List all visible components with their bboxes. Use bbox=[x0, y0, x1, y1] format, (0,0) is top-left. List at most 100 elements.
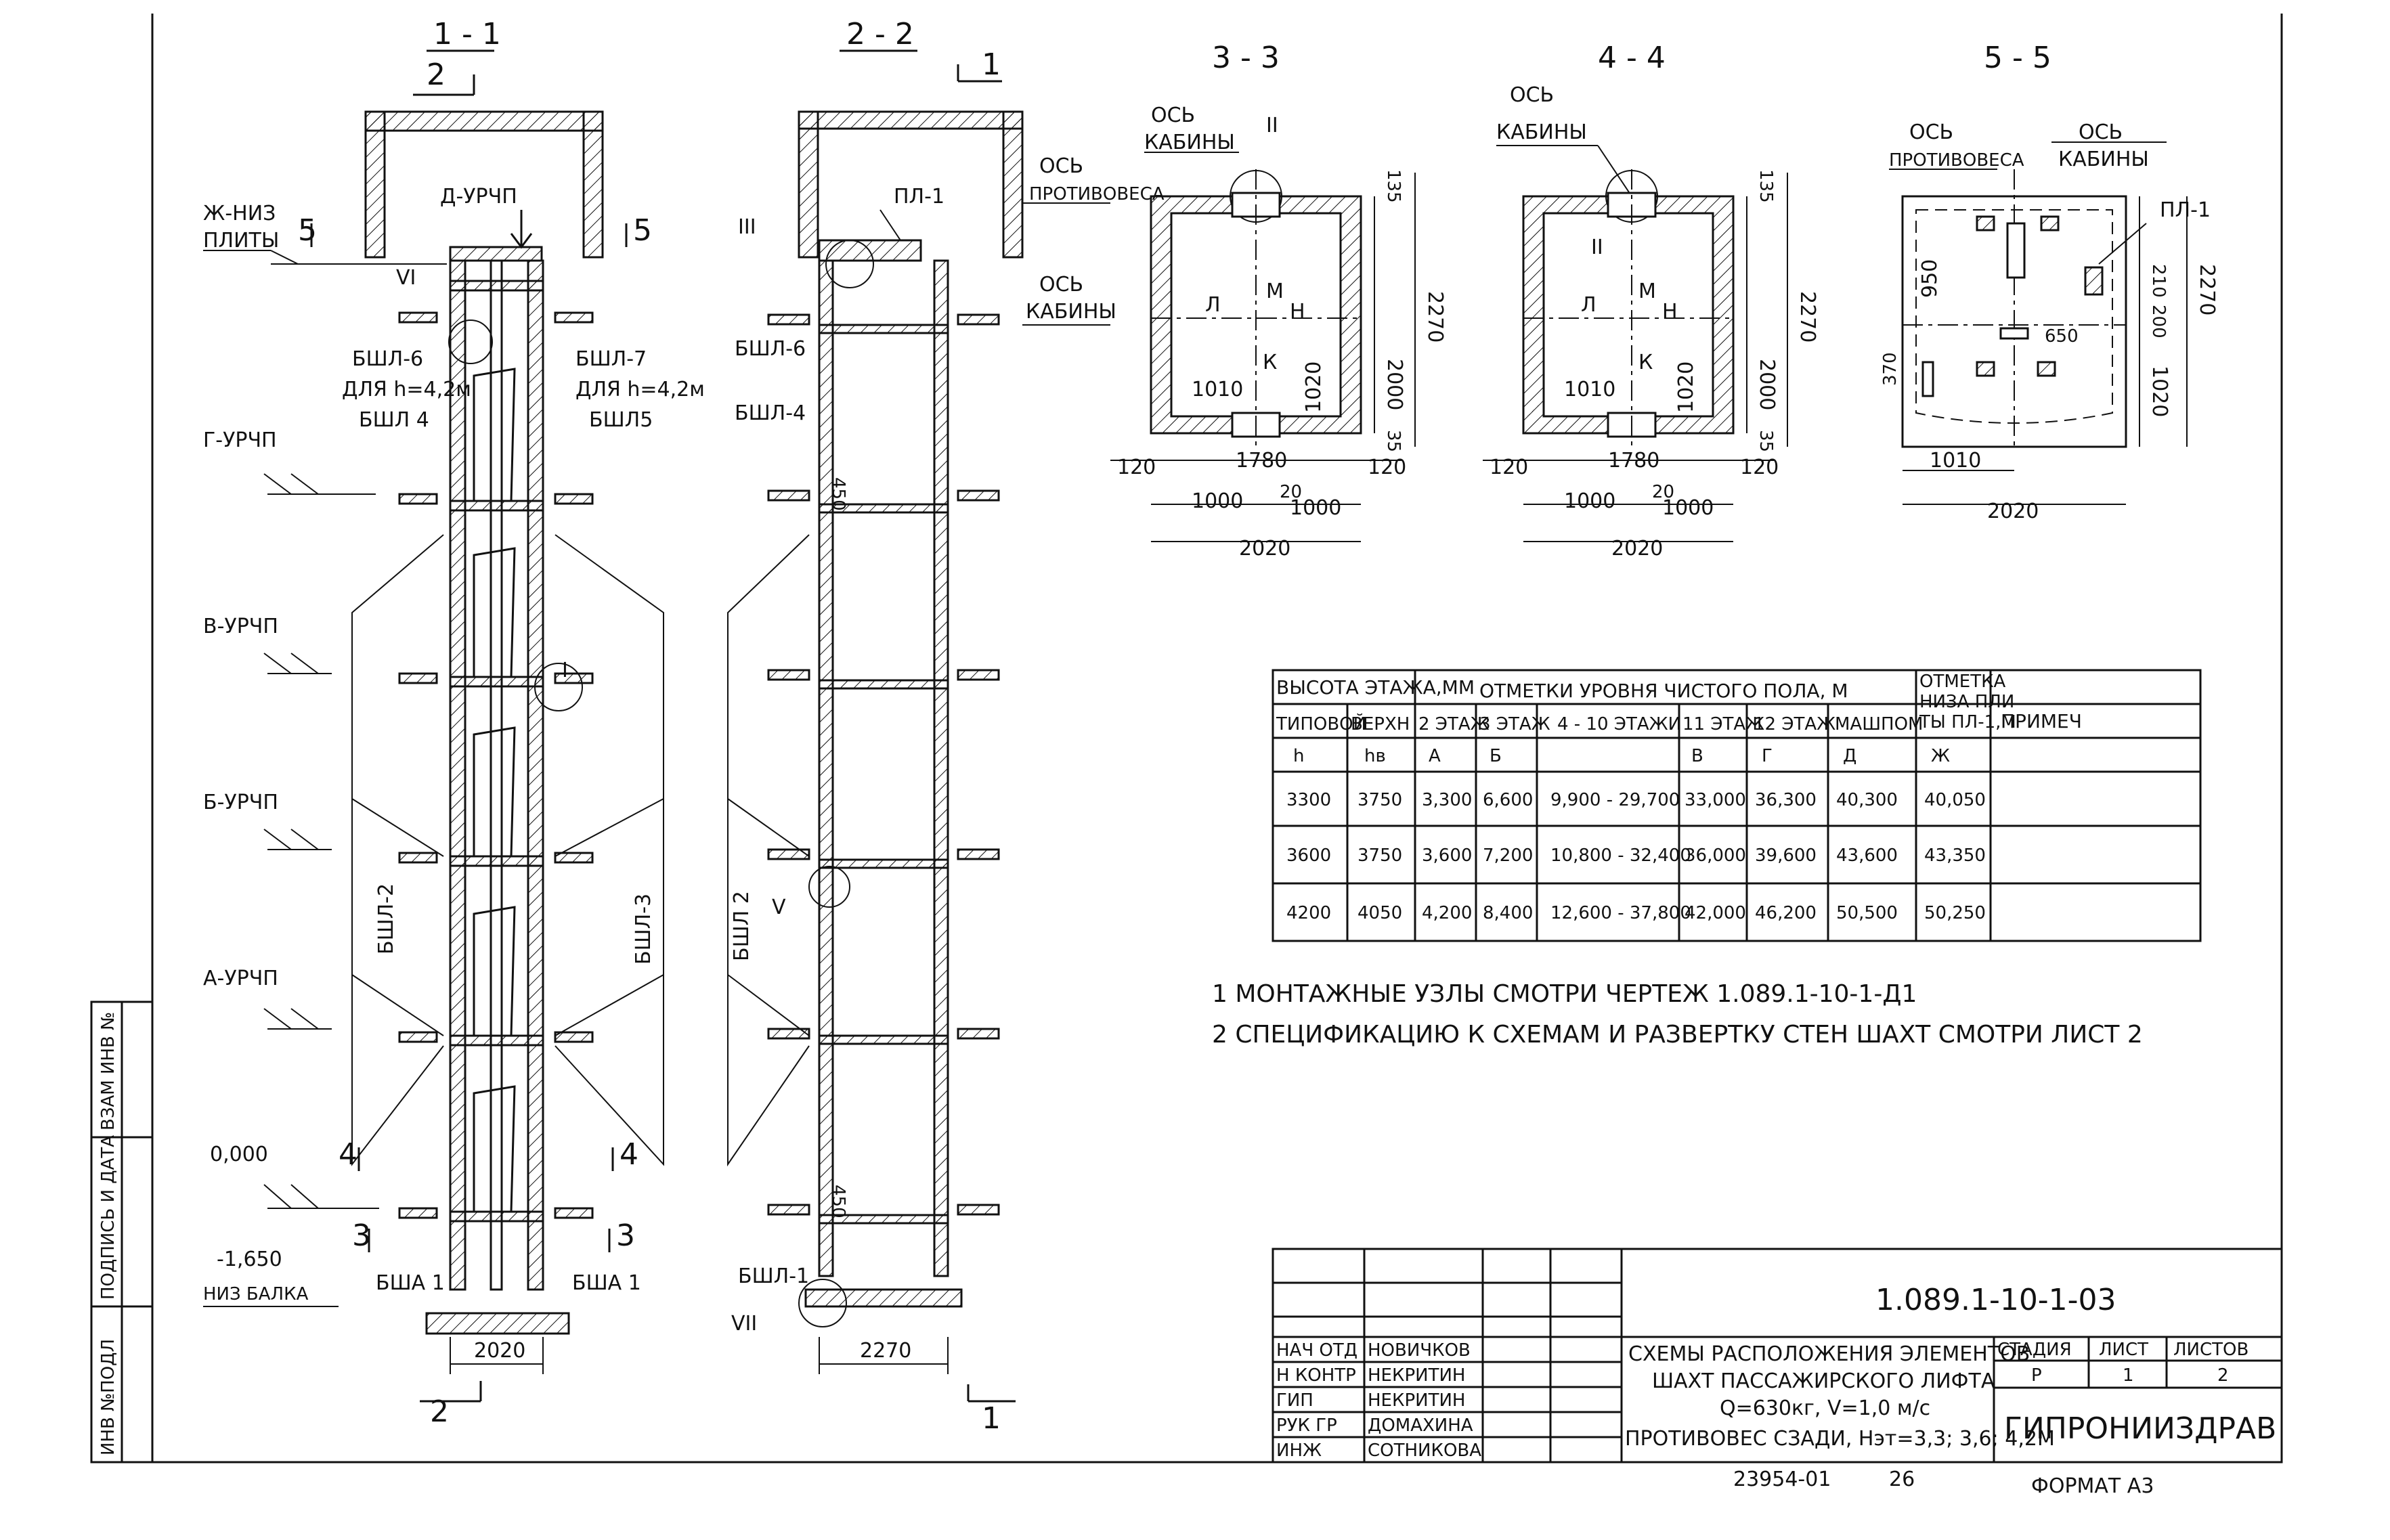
plan44-d2270: 2270 bbox=[1796, 291, 1819, 343]
plan44-node: II bbox=[1591, 236, 1603, 259]
plan44-d1780: 1780 bbox=[1608, 449, 1659, 472]
marker-3-left: 3 bbox=[352, 1218, 371, 1253]
signer-role: НАЧ ОТД bbox=[1276, 1340, 1357, 1361]
table-h-floor: ВЫСОТА ЭТАЖА,ММ bbox=[1276, 676, 1475, 699]
stage-header: СТАДИЯ bbox=[1997, 1340, 2072, 1360]
title-line-1: СХЕМЫ РАСПОЛОЖЕНИЯ ЭЛЕМЕНТОВ bbox=[1628, 1342, 2030, 1366]
note-2: 2 СПЕЦИФИКАЦИЮ К СХЕМАМ И РАЗВЕРТКУ СТЕН… bbox=[1212, 1021, 2143, 1049]
marker-2-bottom: 2 bbox=[430, 1394, 449, 1429]
plan33-n: Н bbox=[1290, 300, 1305, 324]
table-cell: 50,500 bbox=[1836, 903, 1898, 923]
side-stamp: ИНВ №ПОДЛ ПОДПИСЬ И ДАТА ВЗАМ ИНВ № bbox=[90, 1000, 154, 1464]
signer-role: Н КОНТР bbox=[1276, 1365, 1356, 1386]
table-cell: 4,200 bbox=[1422, 903, 1472, 923]
plan44-m: М bbox=[1638, 280, 1656, 303]
dim-450-top: 450 bbox=[828, 477, 848, 511]
table-sym-cell: Б bbox=[1490, 746, 1502, 766]
plan44-k: К bbox=[1638, 351, 1653, 374]
plan44-d20: 20 bbox=[1652, 482, 1674, 502]
plan55-d200: 200 bbox=[2148, 305, 2169, 338]
level-marks: Ж-НИЗ ПЛИТЫ Г-УРЧП В-УРЧП Б-УРЧП А-УРЧП … bbox=[203, 202, 447, 1307]
label-bshl2: БШЛ-2 bbox=[374, 883, 398, 954]
plan44-d120a: 120 bbox=[1490, 456, 1528, 479]
door-panels bbox=[473, 368, 516, 1213]
marker-2-top: 2 bbox=[427, 58, 446, 92]
sheets-header: ЛИСТОВ bbox=[2173, 1340, 2248, 1360]
format-label: ФОРМАТ А3 bbox=[2031, 1474, 2154, 1498]
table-cell: 3300 bbox=[1286, 790, 1331, 810]
plan33-d2000: 2000 bbox=[1383, 359, 1406, 410]
landing-slabs-left bbox=[398, 311, 594, 1219]
table-cell: 40,300 bbox=[1836, 790, 1898, 810]
table-sym-cell: Д bbox=[1843, 746, 1856, 766]
signer-role: ГИП bbox=[1276, 1390, 1313, 1411]
plan55-pl1: ПЛ-1 bbox=[2160, 198, 2211, 222]
signer-name: НОВИЧКОВ bbox=[1368, 1340, 1471, 1361]
table-sub-410: 4 - 10 ЭТАЖИ bbox=[1557, 714, 1681, 734]
table-sym-cell: А bbox=[1429, 746, 1441, 766]
dim-2270-s22: 2270 bbox=[860, 1339, 911, 1363]
label-os-kab-2: КАБИНЫ bbox=[1026, 300, 1116, 324]
plan44-l: Л bbox=[1581, 293, 1596, 317]
plan44-d1010: 1010 bbox=[1564, 378, 1615, 401]
label-bsha1-right: БША 1 bbox=[572, 1271, 641, 1295]
plan44-d35: 35 bbox=[1756, 430, 1776, 452]
plan33-d2020: 2020 bbox=[1239, 537, 1290, 560]
plan-3-3: 3 - 3 ОСЬ КАБИНЫ II Л М Н К 1010 1020 20… bbox=[1110, 41, 1447, 560]
plan33-d120a: 120 bbox=[1117, 456, 1156, 479]
level-zero: 0,000 bbox=[210, 1143, 268, 1166]
table-cell: 43,350 bbox=[1924, 845, 1986, 866]
sheet-header: ЛИСТ bbox=[2099, 1340, 2148, 1360]
label-bshl5: БШЛ5 bbox=[589, 408, 653, 432]
label-dlya-right: ДЛЯ h=4,2м bbox=[575, 378, 705, 401]
stage-value: Р bbox=[2031, 1365, 2042, 1386]
table-cell: 3,300 bbox=[1422, 790, 1472, 810]
plan55-os1: ОСЬ bbox=[1909, 120, 1953, 144]
node-vi: VI bbox=[396, 266, 416, 290]
plan44-n: Н bbox=[1662, 300, 1678, 324]
side-label-inv-podl: ИНВ №ПОДЛ bbox=[98, 1339, 118, 1455]
table-cell: 42,000 bbox=[1685, 903, 1746, 923]
landing-slabs-s22 bbox=[767, 313, 1000, 1216]
node-v: V bbox=[772, 896, 786, 919]
plan44-d135: 135 bbox=[1756, 169, 1776, 203]
plan44-kab: КАБИНЫ bbox=[1496, 120, 1587, 144]
title-line-3: Q=630кг, V=1,0 м/с bbox=[1720, 1396, 1930, 1420]
plan33-d1000a: 1000 bbox=[1192, 489, 1243, 513]
marker-5-right: 5 bbox=[633, 213, 652, 248]
plan55-kab: КАБИНЫ bbox=[2058, 148, 2149, 171]
marker-1-top: 1 bbox=[982, 47, 1001, 82]
plan33-kab: КАБИНЫ bbox=[1144, 131, 1235, 154]
label-bshl7: БШЛ-7 bbox=[575, 347, 647, 371]
plan55-d950: 950 bbox=[1918, 259, 1942, 298]
plan55-d2270: 2270 bbox=[2195, 264, 2219, 315]
marker-5-left: 5 bbox=[298, 213, 317, 248]
table-sub-2: 2 ЭТАЖ bbox=[1418, 714, 1490, 734]
node-i: I bbox=[562, 659, 568, 682]
label-os-kab: ОСЬ bbox=[1039, 273, 1083, 296]
plan55-d210: 210 bbox=[2148, 264, 2169, 298]
plan55-os2: ОСЬ bbox=[2079, 120, 2123, 144]
plan33-d35: 35 bbox=[1383, 430, 1404, 452]
plan33-d1000b: 1000 bbox=[1290, 496, 1341, 520]
dim-450-bottom: 450 bbox=[828, 1185, 848, 1218]
drawing-number: 23954-01 bbox=[1733, 1468, 1831, 1491]
title-code: 1.089.1-10-1-03 bbox=[1875, 1283, 2116, 1317]
plan44-d2020: 2020 bbox=[1611, 537, 1663, 560]
section-title-4-4: 4 - 4 bbox=[1598, 41, 1666, 75]
plan33-l: Л bbox=[1205, 293, 1221, 317]
table-sym-cell: Г bbox=[1762, 746, 1773, 766]
table-sub-typ: ТИПОВОЙ bbox=[1276, 713, 1366, 734]
label-bshl6: БШЛ-6 bbox=[352, 347, 423, 371]
table-cell: 40,050 bbox=[1924, 790, 1986, 810]
side-label-sign-date: ПОДПИСЬ И ДАТА bbox=[98, 1135, 118, 1300]
table-cell: 6,600 bbox=[1483, 790, 1533, 810]
plan33-d2270: 2270 bbox=[1423, 291, 1447, 343]
title-line-2: ШАХТ ПАССАЖИРСКОГО ЛИФТА bbox=[1652, 1369, 1995, 1393]
plan44-os: ОСЬ bbox=[1510, 83, 1554, 107]
section-title-5-5: 5 - 5 bbox=[1984, 41, 2051, 75]
section-2-2: 2 - 2 1 ПЛ-1 bbox=[727, 17, 1165, 1436]
